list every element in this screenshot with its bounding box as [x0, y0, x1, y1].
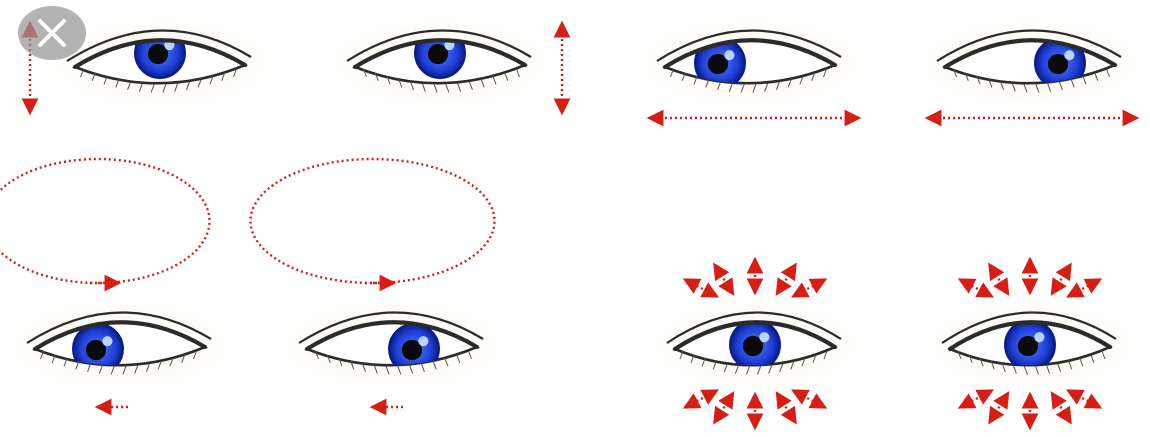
- arrow: [715, 394, 733, 422]
- arrow: [1053, 394, 1071, 422]
- eye: [318, 15, 563, 112]
- arrow: [778, 394, 796, 422]
- arrow: [686, 280, 716, 296]
- arrow: [990, 265, 1008, 293]
- eye: [270, 297, 515, 394]
- panel-left-right-movement: [628, 15, 1150, 118]
- eye: [0, 297, 242, 394]
- arrow: [961, 280, 991, 296]
- close-button[interactable]: [18, 6, 86, 60]
- panels-layer: [0, 15, 1150, 427]
- panel-circular-movement: [0, 159, 514, 407]
- circular-arrow: [0, 159, 209, 283]
- eye: [640, 297, 870, 394]
- eye: [915, 297, 1145, 394]
- arrow: [715, 265, 733, 293]
- arrow: [1069, 391, 1099, 407]
- arrow: [1069, 280, 1099, 296]
- eye: [628, 15, 873, 112]
- arrow: [961, 391, 991, 407]
- arrow: [778, 265, 796, 293]
- arrow: [686, 391, 716, 407]
- close-icon: [32, 13, 72, 53]
- arrow: [1053, 265, 1071, 293]
- arrow: [794, 280, 824, 296]
- arrow: [990, 394, 1008, 422]
- eye: [908, 15, 1150, 112]
- panel-up-down-movement: [30, 15, 562, 112]
- circular-arrow: [250, 159, 494, 283]
- panel-radial-movement: [640, 260, 1145, 427]
- arrow: [794, 391, 824, 407]
